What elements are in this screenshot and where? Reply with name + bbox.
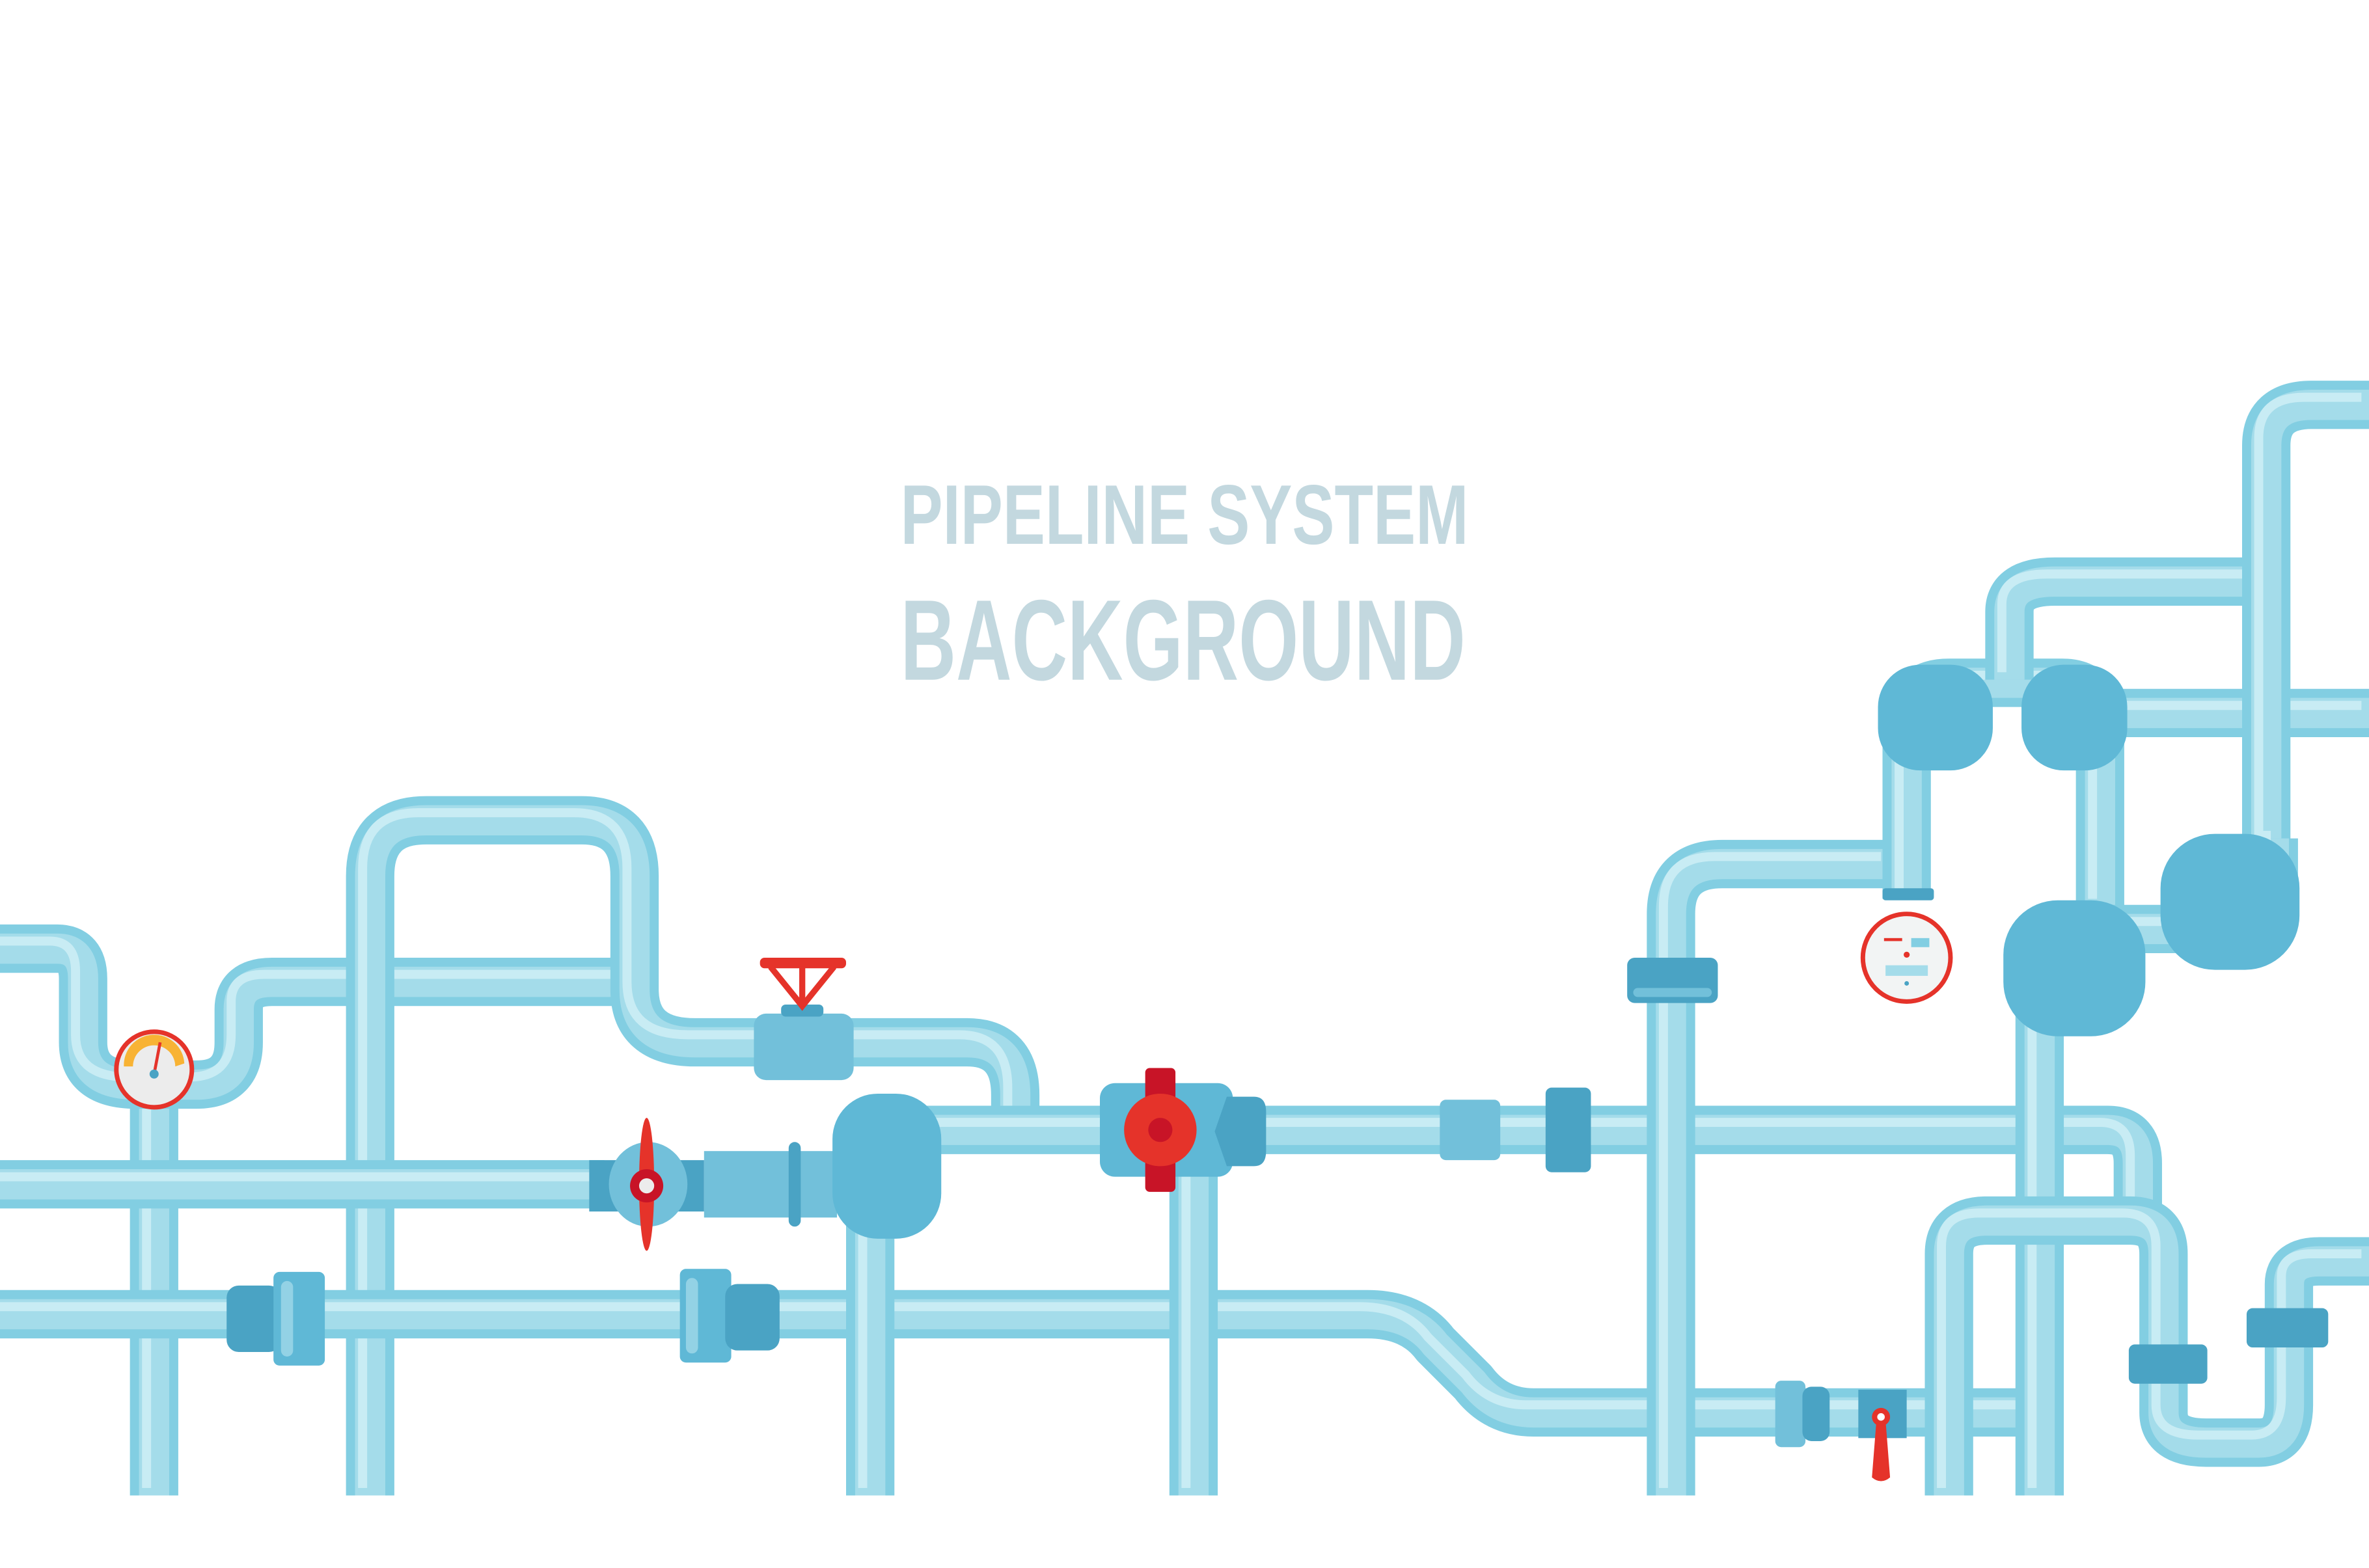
pipe-segment [1647,839,1889,1496]
title-line-2: BACKGROUND [901,576,1466,705]
pipe-layer [1937,1208,2161,1488]
water-meter-icon [1860,888,1953,1004]
pressure-gauge-icon [114,1029,195,1110]
pipe-layer [1994,566,2267,680]
title-line-1: PIPELINE SYSTEM [901,467,1469,562]
pipe-layer [2254,392,2362,839]
gate-valve-icon [754,958,854,1081]
pipe-layer [1658,852,1882,1488]
pipe-layer [1656,848,1889,1496]
ball-valve-icon [1100,1068,1267,1192]
pipe-segment [130,1080,178,1496]
pipe-segment [0,1290,2025,1437]
butterfly-valve-icon [589,1118,704,1251]
pipe-segment [346,796,1040,1496]
pipe-segment [1169,1140,1218,1496]
pipe-network [0,381,2369,1496]
pipe-layer [0,1302,2018,1410]
pipe-fittings [226,664,2329,1448]
lever-valve-icon [1858,1390,1907,1481]
pipe-layer [1934,1205,2179,1496]
pipe-segment [899,1105,2162,1209]
pipe-layer [899,1118,2135,1201]
pipe-segment [2092,688,2369,738]
pipe-layer [2251,390,2369,846]
pipe-segment [1924,1196,2188,1496]
pipe-segment [1985,557,2267,680]
pipe-segment [2242,381,2369,846]
pipe-layer [1997,569,2259,673]
pipe-layer [358,808,1013,1488]
pipe-segment [0,1160,605,1209]
pipe-segment [2139,1237,2369,1467]
pipe-layer [2151,1249,2362,1440]
